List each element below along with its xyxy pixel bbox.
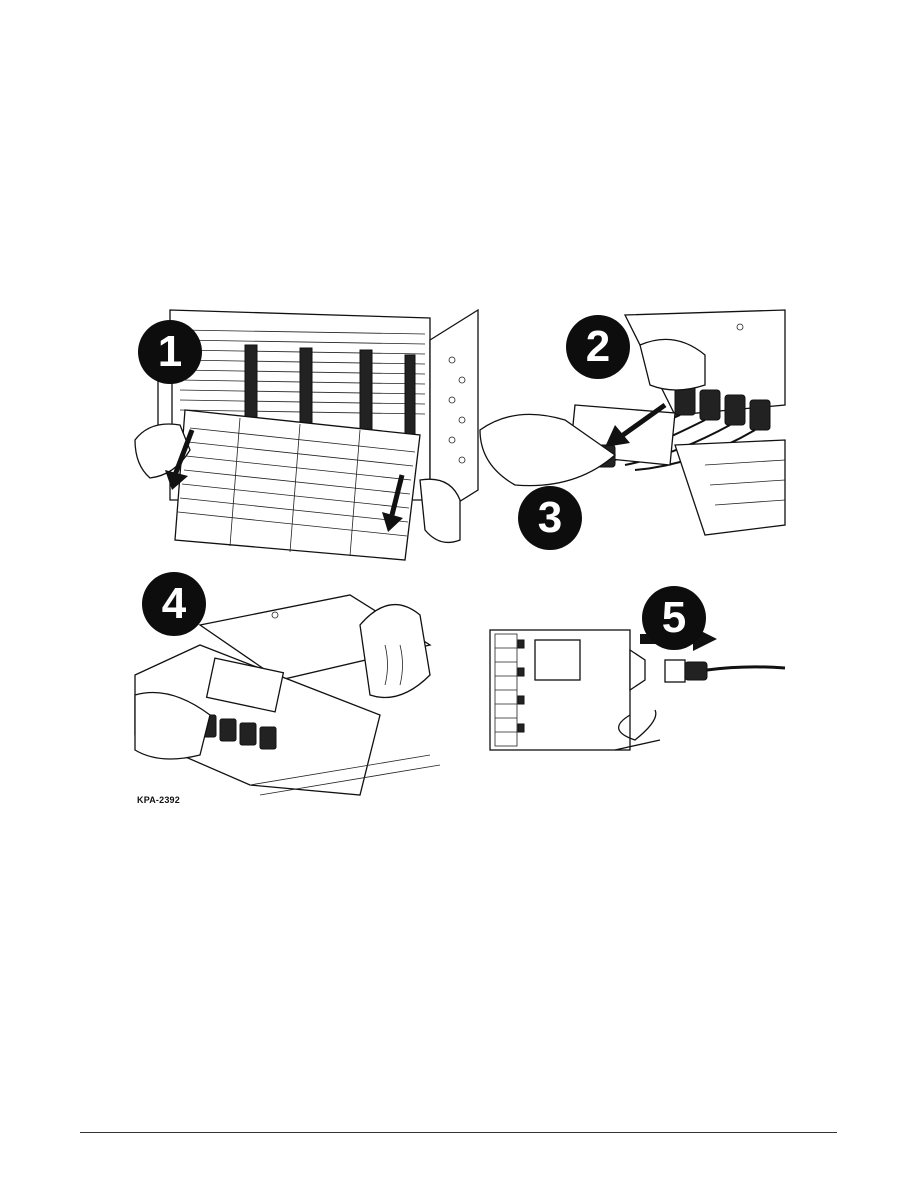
panel-5-illustration	[485, 620, 785, 760]
step-1-badge: 1	[138, 320, 202, 384]
step-4-badge: 4	[142, 572, 206, 636]
step-2-badge: 2	[566, 315, 630, 379]
step-3-badge: 3	[518, 486, 582, 550]
figure-code-label: KPA-2392	[137, 795, 180, 805]
footer-divider	[80, 1132, 837, 1133]
step-5-badge: 5	[642, 586, 706, 650]
